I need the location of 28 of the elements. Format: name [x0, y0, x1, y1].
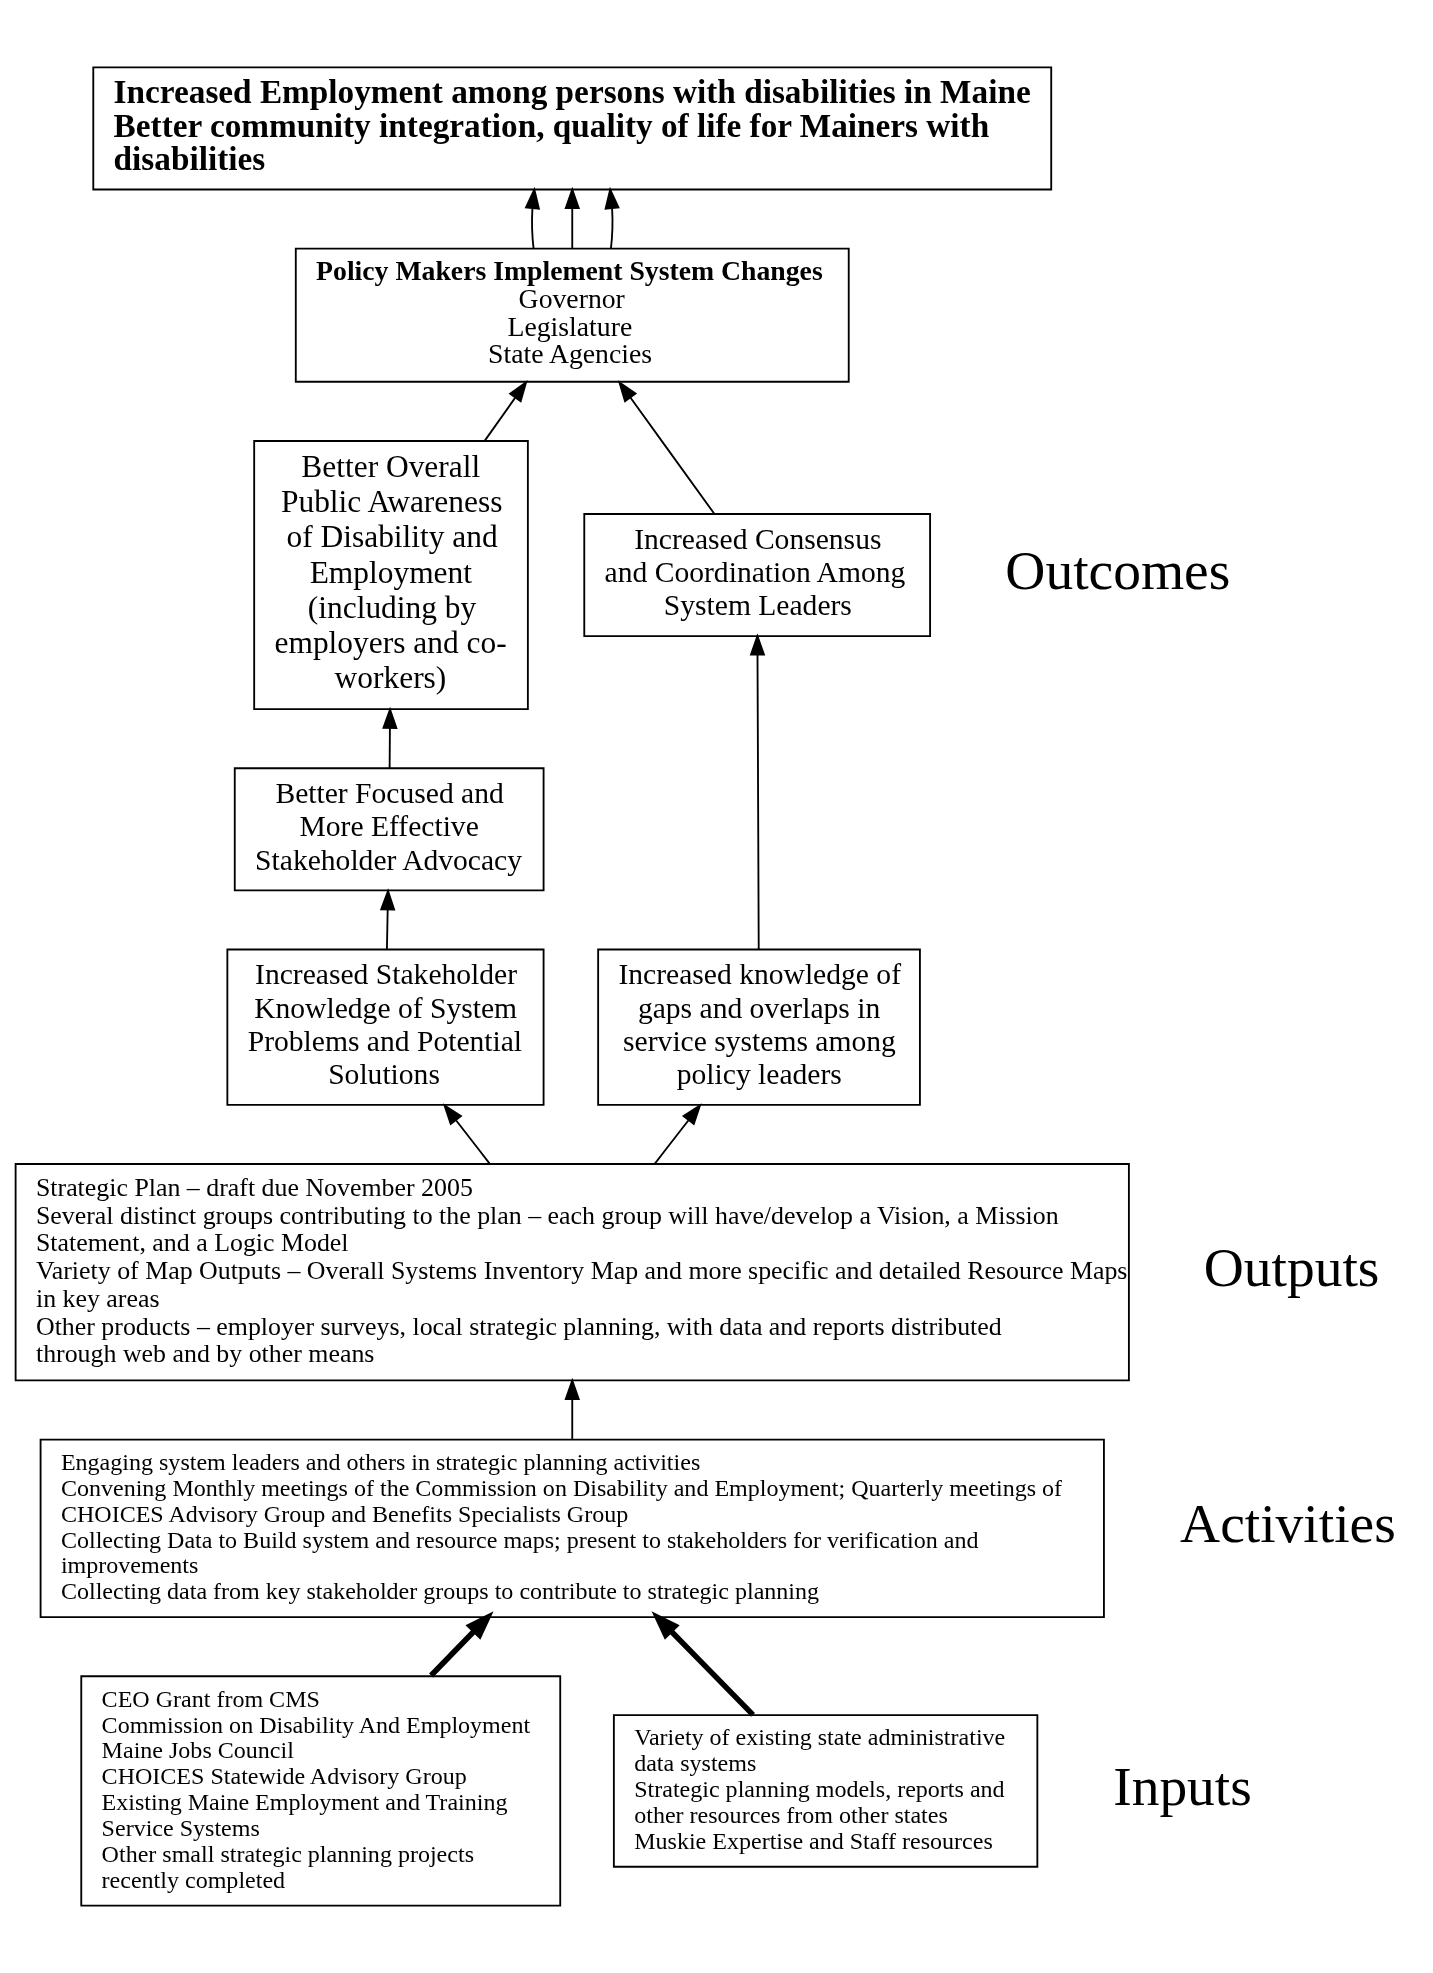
arrow	[564, 1377, 581, 1440]
node-box: CEO Grant from CMS Commission on Disability And Employment Maine Jobs Council CHOICES Statewide Advisory Group Existing Maine Employment and Training Service Systems Other small strategic planning projects recently completed	[80, 1675, 562, 1907]
arrow	[483, 380, 528, 442]
node-box: Strategic Plan – draft due November 2005 Several distinct groups contributing to the plan – each group will have/develop a Vision, a Mission Statement, and a Logic Model Variety of Map Outputs – Overall Systems Inventory Map and more specific and detailed Resource Maps in key areas Other products – employer surveys, local strategic planning, with data and reports distributed through web and by other means	[14, 1163, 1130, 1382]
arrow	[524, 186, 541, 250]
label: Outcomes	[1005, 539, 1231, 601]
arrow	[429, 1611, 494, 1678]
arrow	[442, 1103, 491, 1165]
node-box: Engaging system leaders and others in strategic planning activities Convening Monthly meetings of the Commission on Disability and Employment; Quarterly meetings of CHOICES Advisory Group and Benefits Specialists Group Collecting Data to Build system and resource maps; present to stakeholders for verification and improvements Collecting data from key stakeholder groups to contribute to strategic planning	[39, 1438, 1105, 1619]
label: Inputs	[1113, 1755, 1252, 1817]
node-box: Better Overall Public Awareness of Disability and Employment (including by employers and co-workers)	[253, 440, 529, 711]
node-box: Increased Consensus and Coordination Among System Leaders	[583, 513, 931, 637]
arrow	[564, 186, 581, 250]
arrow	[617, 380, 716, 515]
label: Outputs	[1203, 1237, 1380, 1299]
arrow	[379, 888, 396, 951]
arrow	[653, 1103, 702, 1165]
label: Activities	[1180, 1493, 1396, 1555]
node-box: Variety of existing state administrative data systems Strategic planning models, reports and other resources from other states Muskie Expertise and Staff resources	[612, 1714, 1039, 1868]
node-box: Increased knowledge of gaps and overlaps in service systems among policy leaders	[597, 948, 921, 1106]
arrow	[749, 633, 766, 951]
arrow	[651, 1611, 755, 1717]
node-box: Policy Makers Implement System Changes Governor Legislature State Agencies	[294, 247, 850, 383]
node-box: Increased Employment among persons with disabilities in Maine Better community integration, quality of life for Mainers with disabilities	[92, 66, 1053, 191]
node-box: Better Focused and More Effective Stakeholder Advocacy	[233, 767, 545, 892]
node-box: Increased Stakeholder Knowledge of System Problems and Potential Solutions	[226, 948, 545, 1106]
arrow	[604, 186, 620, 250]
arrow	[382, 706, 398, 769]
